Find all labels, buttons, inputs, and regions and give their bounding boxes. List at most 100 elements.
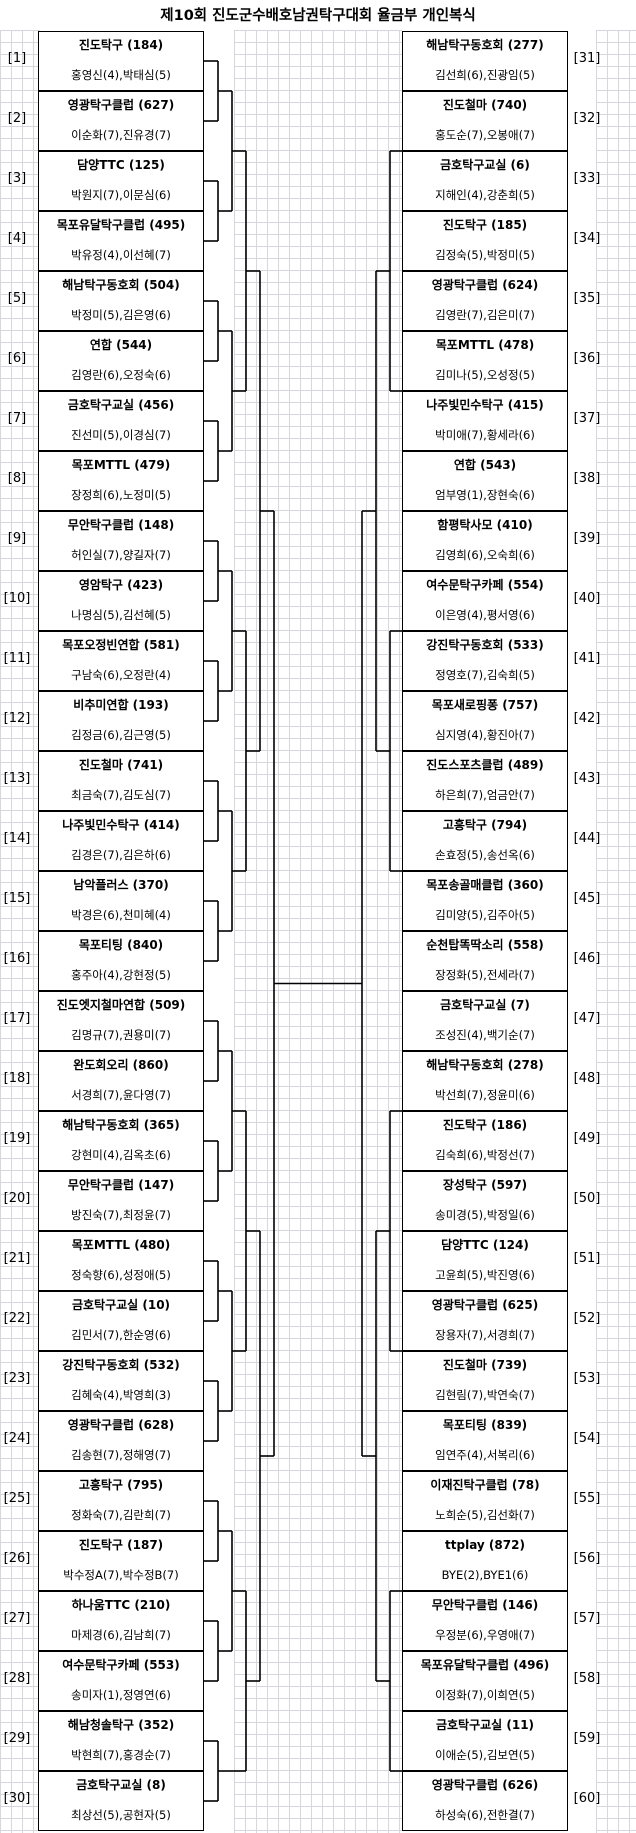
entry-53: [53]진도철마 (739)김현림(7),박연숙(7) xyxy=(402,1351,636,1411)
entry-49: [49]진도탁구 (186)김숙희(6),박정선(7) xyxy=(402,1111,636,1171)
team-name: 연합 (544) xyxy=(89,338,153,352)
team-name: 영광탁구클럽 (626) xyxy=(431,1778,539,1792)
seed-number: [6] xyxy=(7,351,27,366)
player-names: BYE(2),BYE1(6) xyxy=(441,1568,529,1582)
team-name: 목포유달탁구클럽 (496) xyxy=(420,1658,550,1672)
team-name: 진도철마 (740) xyxy=(442,98,528,112)
player-names: 정화숙(7),김란희(7) xyxy=(71,1508,171,1522)
seed-number: [26] xyxy=(3,1551,31,1566)
entry-box: 진도탁구 (186)김숙희(6),박정선(7) xyxy=(402,1111,568,1171)
seed-number: [50] xyxy=(573,1191,601,1206)
entry-box: 연합 (543)엄부영(1),장현숙(6) xyxy=(402,451,568,511)
team-name: 목포MTTL (480) xyxy=(71,1238,171,1252)
entry-box: 장성탁구 (597)송미경(5),박정일(6) xyxy=(402,1171,568,1231)
team-name: 진도스포츠클럽 (489) xyxy=(426,758,544,772)
seed-number: [33] xyxy=(573,171,601,186)
seed-number: [54] xyxy=(573,1431,601,1446)
player-names: 박원지(7),이문심(6) xyxy=(71,188,171,202)
player-names: 장용자(7),서경희(7) xyxy=(435,1328,535,1342)
entry-box: 목포유달탁구클럽 (495)박유정(4),이선혜(7) xyxy=(38,211,204,271)
player-names: 김민서(7),한순영(6) xyxy=(71,1328,171,1342)
team-name: 진도철마 (741) xyxy=(78,758,164,772)
entry-box: 이재진탁구클럽 (78)노희순(5),김선화(7) xyxy=(402,1471,568,1531)
entry-34: [34]진도탁구 (185)김정숙(5),박정미(5) xyxy=(402,211,636,271)
player-names: 나명심(5),김선혜(5) xyxy=(71,608,171,622)
entry-box: 영광탁구클럽 (628)김송현(7),정해영(7) xyxy=(38,1411,204,1471)
entry-box: 진도탁구 (184)홍영신(4),박태심(5) xyxy=(38,31,204,91)
seed-number: [12] xyxy=(3,711,31,726)
seed-number: [24] xyxy=(3,1431,31,1446)
entry-box: ttplay (872)BYE(2),BYE1(6) xyxy=(402,1531,568,1591)
entry-44: [44]고흥탁구 (794)손효정(5),송선옥(6) xyxy=(402,811,636,871)
entry-9: [9]무안탁구클럽 (148)허인실(7),양길자(7) xyxy=(0,511,234,571)
entry-box: 여수문탁구카페 (554) 이은영(4),평서영(6) xyxy=(402,571,568,631)
entry-39: [39]함평탁사모 (410)김영희(6),오숙희(6) xyxy=(402,511,636,571)
entry-box: 고흥탁구 (794)손효정(5),송선옥(6) xyxy=(402,811,568,871)
entry-box: 강진탁구동호회 (532)김혜숙(4),박영희(3) xyxy=(38,1351,204,1411)
entry-box: 진도철마 (740)홍도순(7),오봉애(7) xyxy=(402,91,568,151)
player-names: 이은영(4),평서영(6) xyxy=(435,608,535,622)
entry-box: 목포유달탁구클럽 (496)이정화(7),이희연(5) xyxy=(402,1651,568,1711)
team-name: 비추미연합 (193) xyxy=(73,698,169,712)
entry-box: 영광탁구클럽 (624)김영란(7),김은미(7) xyxy=(402,271,568,331)
entry-box: 나주빛민수탁구 (414)김경은(7),김은하(6) xyxy=(38,811,204,871)
entry-31: [31]해남탁구동호회 (277)김선희(6),진광임(5) xyxy=(402,31,636,91)
seed-number: [4] xyxy=(7,231,27,246)
entry-box: 목포송골매클럽 (360)김미양(5),김주아(5) xyxy=(402,871,568,931)
player-names: 박현희(7),홍경순(7) xyxy=(71,1748,171,1762)
seed-number: [32] xyxy=(573,111,601,126)
team-name: 하나움TTC (210) xyxy=(71,1598,171,1612)
entry-14: [14]나주빛민수탁구 (414)김경은(7),김은하(6) xyxy=(0,811,234,871)
player-names: 김혜숙(4),박영희(3) xyxy=(71,1388,171,1402)
player-names: 김현림(7),박연숙(7) xyxy=(435,1388,535,1402)
entry-26: [26]진도탁구 (187)박수정A(7),박수정B(7) xyxy=(0,1531,234,1591)
seed-number: [38] xyxy=(573,471,601,486)
entry-48: [48]해남탁구동호회 (278)박선희(7),정윤미(6) xyxy=(402,1051,636,1111)
player-names: 김영란(7),김은미(7) xyxy=(435,308,535,322)
team-name: 해남탁구동호회 (278) xyxy=(426,1058,544,1072)
player-names: 김미양(5),김주아(5) xyxy=(435,908,535,922)
seed-number: [11] xyxy=(3,651,31,666)
seed-number: [45] xyxy=(573,891,601,906)
entry-6: [6] 연합 (544) 김영란(6),오정숙(6) xyxy=(0,331,234,391)
team-name: 함평탁사모 (410) xyxy=(437,518,533,532)
player-names: 마제경(6),김남희(7) xyxy=(71,1628,171,1642)
team-name: 해남탁구동호회 (277) xyxy=(426,38,544,52)
entry-box: 해남탁구동호회 (278) 박선희(7),정윤미(6) xyxy=(402,1051,568,1111)
seed-number: [19] xyxy=(3,1131,31,1146)
team-name: 목포MTTL (479) xyxy=(71,458,171,472)
entry-1: [1]진도탁구 (184)홍영신(4),박태심(5) xyxy=(0,31,234,91)
entry-box: 목포MTTL (480) 정숙향(6),성정애(5) xyxy=(38,1231,204,1291)
player-names: 최상선(5),공현자(5) xyxy=(71,1808,171,1822)
seed-number: [10] xyxy=(3,591,31,606)
seed-number: [57] xyxy=(573,1611,601,1626)
entry-51: [51]담양TTC (124)고윤희(5),박진영(6) xyxy=(402,1231,636,1291)
player-names: 김숙희(6),박정선(7) xyxy=(435,1148,535,1162)
entry-box: 목포새로핑퐁 (757)심지영(4),황진아(7) xyxy=(402,691,568,751)
player-names: 정숙향(6),성정애(5) xyxy=(71,1268,171,1282)
player-names: 박유정(4),이선혜(7) xyxy=(71,248,171,262)
seed-number: [34] xyxy=(573,231,601,246)
entry-box: 순천탑똑딱소리 (558)장정화(5),전세라(7) xyxy=(402,931,568,991)
entry-12: [12]비추미연합 (193)김정금(6),김근영(5) xyxy=(0,691,234,751)
entry-box: 해남탁구동호회 (365)강현미(4),김옥초(6) xyxy=(38,1111,204,1171)
team-name: 여수문탁구카페 (554) xyxy=(426,578,544,592)
player-names: 고윤희(5),박진영(6) xyxy=(435,1268,535,1282)
seed-number: [56] xyxy=(573,1551,601,1566)
team-name: 이재진탁구클럽 (78) xyxy=(430,1478,540,1492)
team-name: 해남청솔탁구 (352) xyxy=(67,1718,175,1732)
entry-47: [47]금호탁구교실 (7)조성진(4),백기순(7) xyxy=(402,991,636,1051)
player-names: 구남숙(6),오정란(4) xyxy=(71,668,171,682)
seed-number: [13] xyxy=(3,771,31,786)
player-names: 김선희(6),진광임(5) xyxy=(435,68,535,82)
seed-number: [47] xyxy=(573,1011,601,1026)
player-names: 김영란(6),오정숙(6) xyxy=(71,368,171,382)
team-name: 진도철마 (739) xyxy=(442,1358,528,1372)
player-names: 이애순(5),김보연(5) xyxy=(435,1748,535,1762)
seed-number: [30] xyxy=(3,1791,31,1806)
player-names: 박선희(7),정윤미(6) xyxy=(435,1088,535,1102)
team-name: 해남탁구동호회 (504) xyxy=(62,278,180,292)
entry-8: [8]목포MTTL (479)장정희(6),노정미(5) xyxy=(0,451,234,511)
player-names: 김미나(5),오성정(5) xyxy=(435,368,535,382)
team-name: 진도탁구 (185) xyxy=(442,218,528,232)
